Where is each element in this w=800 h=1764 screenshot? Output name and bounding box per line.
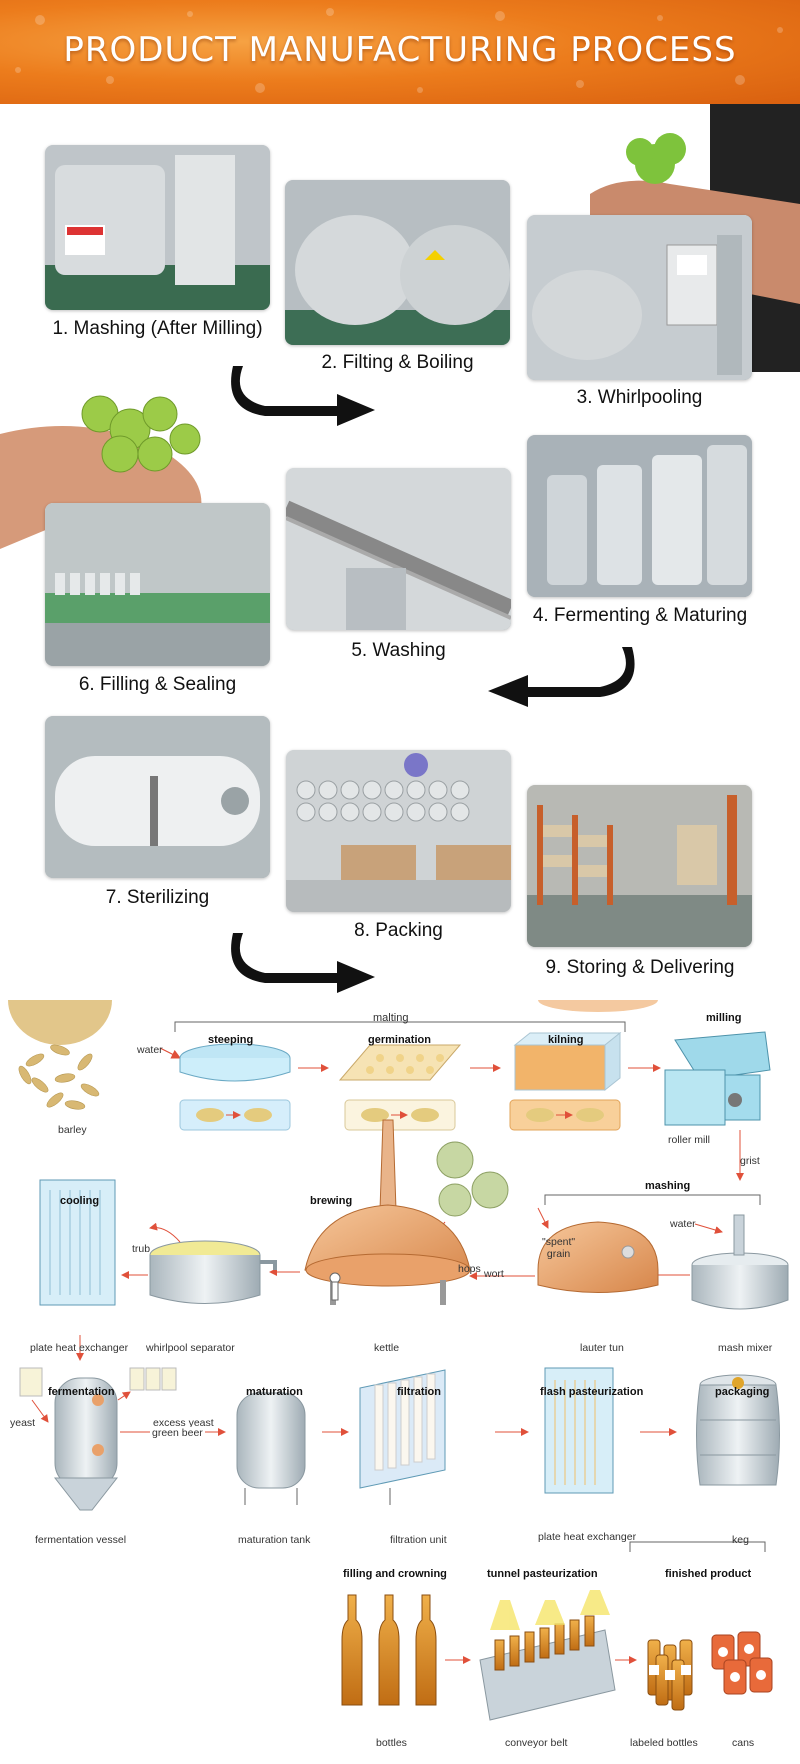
step-label-1: 1. Mashing (After Milling)	[52, 318, 263, 339]
label-cooling: cooling	[60, 1195, 100, 1207]
water-droplets-decoration	[15, 8, 783, 93]
label-kettle: kettle	[374, 1342, 400, 1354]
label-mashing: mashing	[645, 1180, 691, 1192]
label-roller-mill: roller mill	[668, 1134, 710, 1146]
flow-arrow-left-icon	[488, 647, 635, 707]
label-germination: germination	[368, 1034, 431, 1046]
label-cans: cans	[732, 1737, 755, 1749]
label-brewing: brewing	[310, 1195, 353, 1207]
label-packaging: packaging	[715, 1386, 770, 1398]
label-labeled-bottles: labeled bottles	[630, 1737, 698, 1749]
step-label-8: 8. Packing	[354, 920, 443, 941]
label-fermentation: fermentation	[48, 1386, 115, 1398]
step-photo-whirlpooling	[527, 215, 752, 380]
step-photo-filtering-boiling	[285, 180, 510, 345]
label-yeast: yeast	[10, 1417, 36, 1429]
step-photo-sterilizing	[45, 716, 270, 878]
step-label-7: 7. Sterilizing	[105, 887, 210, 908]
label-plate-heat-exchanger-2: plate heat exchanger	[538, 1531, 637, 1543]
header-banner: PRODUCT MANUFACTURING PROCESS	[0, 0, 800, 104]
label-malting: malting	[373, 1012, 409, 1024]
step-label-9: 9. Storing & Delivering	[545, 957, 735, 978]
label-filtration: filtration	[397, 1386, 441, 1398]
label-filling-and-crowning: filling and crowning	[343, 1568, 447, 1580]
label-kilning: kilning	[548, 1034, 584, 1046]
label-steeping: steeping	[208, 1034, 254, 1046]
label-mash-mixer: mash mixer	[718, 1342, 773, 1354]
step-label-2: 2. Filting & Boiling	[321, 352, 474, 373]
label-flash-pasteurization: flash pasteurization	[540, 1386, 644, 1398]
label-whirlpool-separator: whirlpool separator	[146, 1342, 235, 1354]
step-label-5: 5. Washing	[351, 640, 446, 661]
label-trub: trub	[132, 1243, 151, 1255]
label-keg: keg	[732, 1534, 749, 1546]
banner-title: PRODUCT MANUFACTURING PROCESS	[63, 30, 737, 70]
label-water-mash: water	[670, 1218, 696, 1230]
label-spent-grain: "spent" grain	[542, 1236, 576, 1260]
flow-arrow-right-icon	[231, 366, 375, 426]
label-plate-heat-exchanger: plate heat exchanger	[30, 1342, 129, 1354]
step-photo-storing-delivering	[527, 785, 752, 947]
barley-pile	[8, 1000, 112, 1110]
label-tunnel-pasteurization: tunnel pasteurization	[487, 1568, 598, 1580]
label-fermentation-vessel: fermentation vessel	[35, 1534, 127, 1546]
label-milling: milling	[706, 1012, 742, 1024]
label-maturation: maturation	[246, 1386, 303, 1398]
label-hops: hops	[458, 1263, 481, 1275]
label-green-beer: green beer	[150, 1427, 205, 1439]
brewing-process-diagram	[8, 1000, 789, 1721]
label-water: water	[137, 1044, 163, 1056]
label-grist: grist	[740, 1155, 760, 1167]
label-bottles: bottles	[376, 1737, 407, 1749]
label-finished-product: finished product	[665, 1568, 752, 1580]
step-photo-washing	[286, 468, 511, 630]
step-photo-filling-sealing	[45, 503, 270, 666]
label-maturation-tank: maturation tank	[238, 1534, 311, 1546]
step-photo-mashing	[45, 145, 270, 310]
step-photo-fermenting	[527, 435, 752, 597]
label-conveyor-belt: conveyor belt	[505, 1737, 568, 1749]
step-label-6: 6. Filling & Sealing	[78, 674, 237, 695]
label-barley: barley	[58, 1124, 87, 1136]
label-excess-yeast: excess yeast	[153, 1417, 214, 1429]
label-wort: wort	[484, 1268, 504, 1280]
step-photo-packing	[286, 750, 511, 912]
flow-arrow-right-icon	[231, 933, 375, 993]
label-lauter-tun: lauter tun	[580, 1342, 624, 1354]
step-label-4: 4. Fermenting & Maturing	[532, 605, 748, 626]
label-filtration-unit: filtration unit	[390, 1534, 447, 1546]
step-label-3: 3. Whirlpooling	[576, 387, 703, 408]
